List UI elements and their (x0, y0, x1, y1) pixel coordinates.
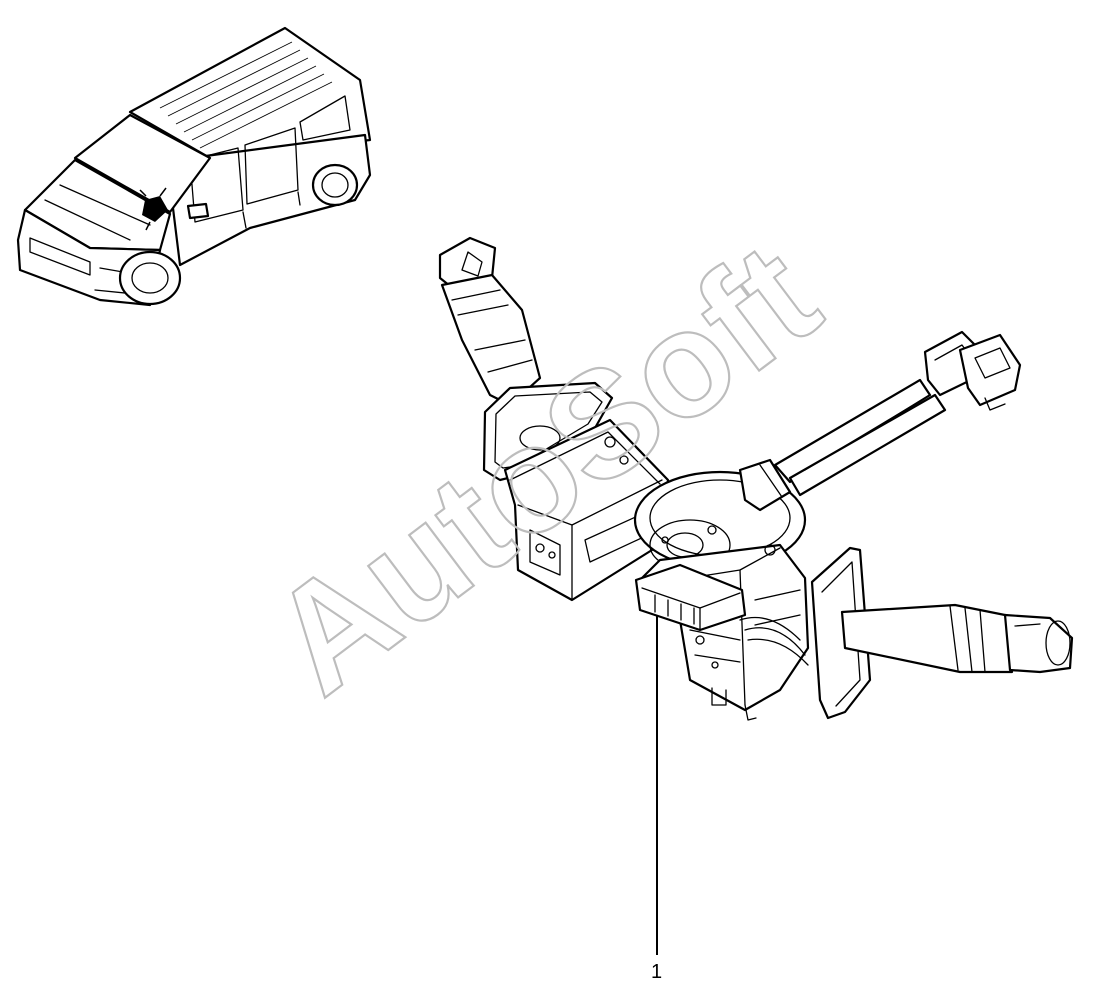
vehicle-thumbnail (16, 26, 372, 307)
steering-column-switch-assembly (438, 236, 1074, 721)
callout-1: 1 (651, 615, 662, 983)
callout-1-label: 1 (651, 961, 662, 983)
